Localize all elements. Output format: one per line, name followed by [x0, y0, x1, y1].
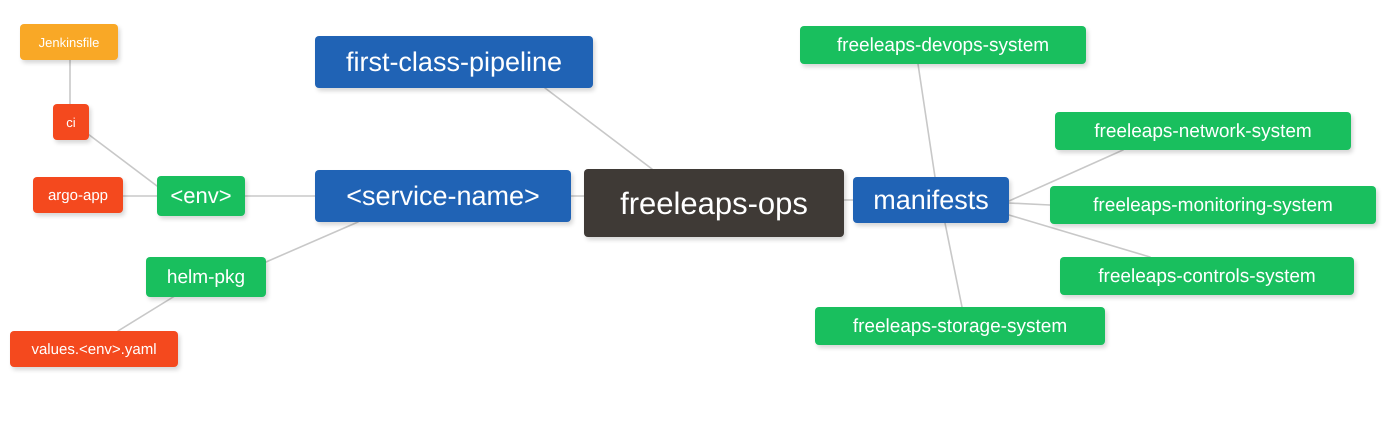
mindmap-node-freeleaps-controls-system[interactable]: freeleaps-controls-system [1060, 257, 1354, 295]
mindmap-edge-manifests-to-freeleaps-devops-system [917, 63, 936, 178]
mindmap-node-label-manifests: manifests [873, 184, 989, 215]
mindmap-node-helm-pkg[interactable]: helm-pkg [146, 257, 266, 297]
mindmap-node-label-freeleaps-controls-system: freeleaps-controls-system [1098, 265, 1316, 287]
mindmap-node-label-freeleaps-storage-system: freeleaps-storage-system [852, 315, 1068, 337]
mindmap-node-label-jenkinsfile: Jenkinsfile [38, 34, 100, 50]
mindmap-node-label-freeleaps-monitoring-system: freeleaps-monitoring-system [1093, 194, 1333, 216]
mindmap-node-freeleaps-monitoring-system[interactable]: freeleaps-monitoring-system [1050, 186, 1376, 224]
mindmap-node-label-ci: ci [66, 114, 76, 130]
mindmap-node-label-env: <env> [170, 183, 232, 208]
mindmap-node-label-service-name: <service-name> [346, 180, 540, 211]
mindmap-edge-first-class-pipeline-to-freeleaps-ops [544, 87, 653, 170]
mindmap-node-label-first-class-pipeline: first-class-pipeline [345, 46, 563, 77]
mindmap-node-service-name[interactable]: <service-name> [315, 170, 571, 222]
mindmap-node-ci[interactable]: ci [53, 104, 89, 140]
mindmap-node-first-class-pipeline[interactable]: first-class-pipeline [315, 36, 593, 88]
mindmap-node-label-freeleaps-ops: freeleaps-ops [620, 185, 808, 221]
mindmap-edge-service-name-to-helm-pkg [265, 221, 359, 263]
mindmap-node-argo-app[interactable]: argo-app [33, 177, 123, 213]
mindmap-node-freeleaps-network-system[interactable]: freeleaps-network-system [1055, 112, 1351, 150]
mindmap-node-freeleaps-storage-system[interactable]: freeleaps-storage-system [815, 307, 1105, 345]
mindmap-node-jenkinsfile[interactable]: Jenkinsfile [20, 24, 118, 60]
mindmap-node-label-freeleaps-devops-system: freeleaps-devops-system [836, 34, 1050, 56]
mindmap-node-freeleaps-devops-system[interactable]: freeleaps-devops-system [800, 26, 1086, 64]
mindmap-edge-manifests-to-freeleaps-storage-system [944, 222, 963, 308]
mindmap-node-env[interactable]: <env> [157, 176, 245, 216]
mindmap-edge-manifests-to-freeleaps-monitoring-system [1008, 202, 1051, 206]
mindmap-node-label-argo-app: argo-app [47, 186, 109, 204]
mindmap-node-label-values-yaml: values.<env>.yaml [31, 340, 157, 358]
mindmap-node-values-yaml[interactable]: values.<env>.yaml [10, 331, 178, 367]
mindmap-edge-helm-pkg-to-values-yaml [117, 293, 179, 332]
mindmap-node-freeleaps-ops[interactable]: freeleaps-ops [584, 169, 844, 237]
mindmap-node-manifests[interactable]: manifests [853, 177, 1009, 223]
mindmap-node-label-helm-pkg: helm-pkg [166, 266, 246, 288]
mindmap-node-label-freeleaps-network-system: freeleaps-network-system [1094, 120, 1312, 142]
